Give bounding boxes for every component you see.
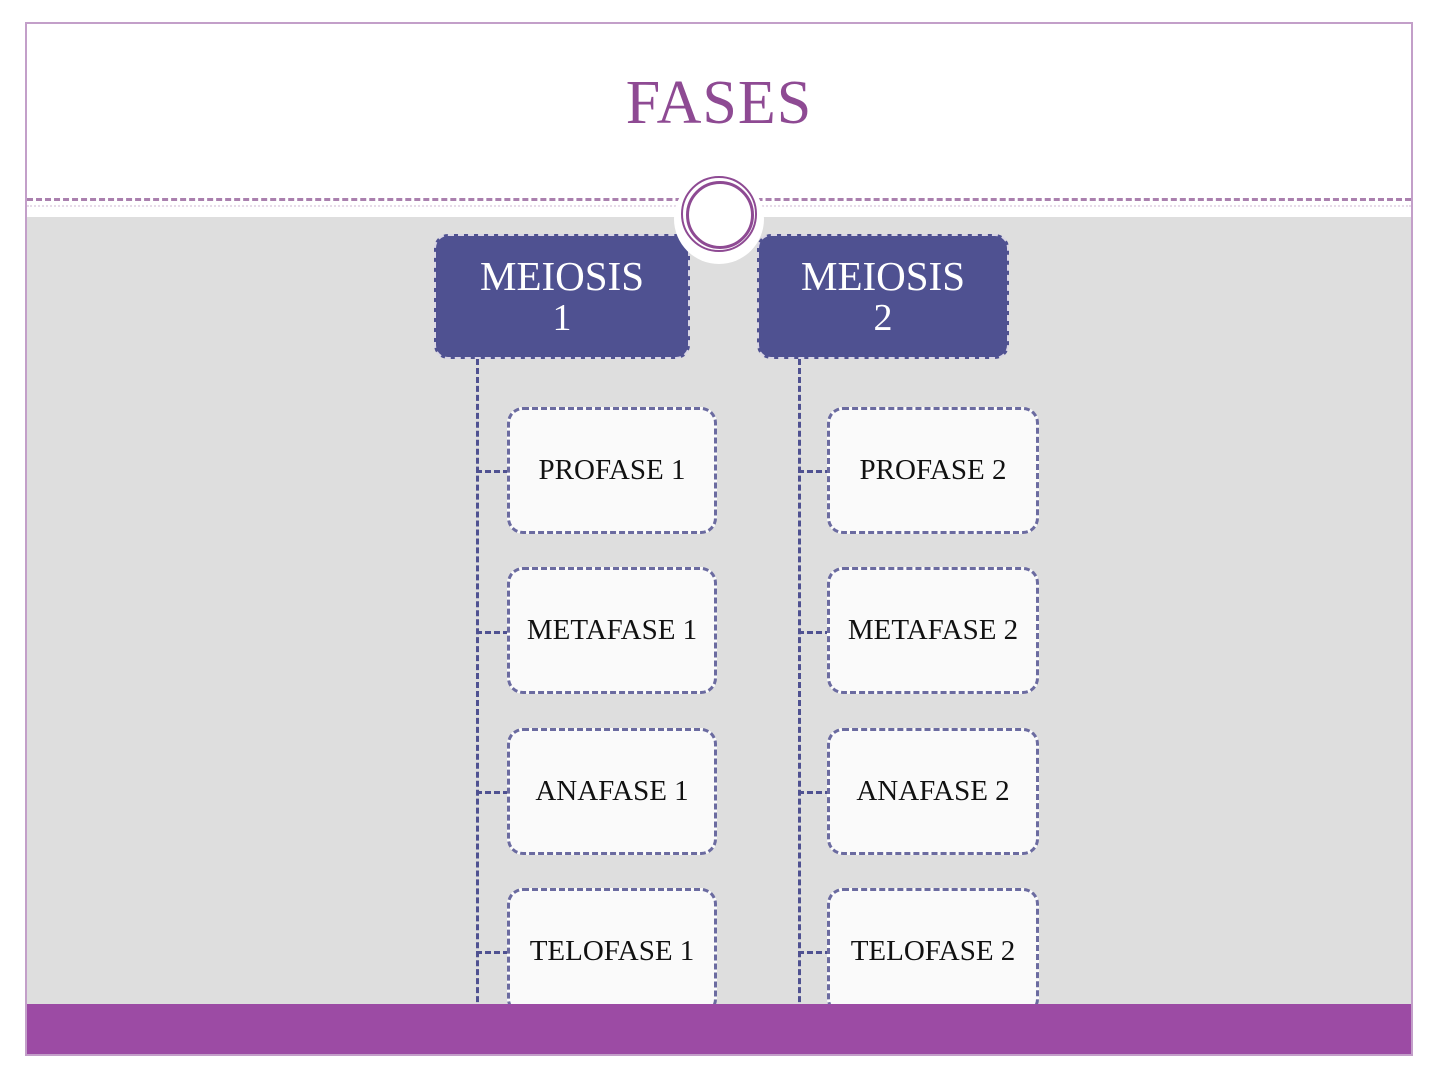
connector-spine [798,359,801,1029]
root-node-meiosis-1[interactable]: MEIOSIS 1 [434,234,690,359]
phase-box[interactable]: ANAFASE 1 [507,728,717,855]
phase-label: TELOFASE 2 [850,935,1016,968]
phase-label: TELOFASE 1 [529,935,695,968]
connector-stub [798,631,831,634]
phase-box[interactable]: PROFASE 2 [827,407,1039,534]
root-node-number: 2 [873,297,893,340]
phase-box[interactable]: ANAFASE 2 [827,728,1039,855]
phase-label: ANAFASE 1 [535,775,689,808]
phase-label: ANAFASE 2 [856,775,1010,808]
root-node-label: MEIOSIS [800,252,966,299]
connector-spine [476,359,479,1029]
bottom-accent-bar [27,1004,1411,1054]
connector-stub [476,631,509,634]
slide: FASES MEIOSIS 1 [25,22,1413,1056]
page-title: FASES [625,69,813,137]
phase-label: PROFASE 2 [859,454,1007,487]
root-node-meiosis-2[interactable]: MEIOSIS 2 [757,234,1009,359]
content-panel: MEIOSIS 1 PROFASE 1 METAFASE 1 ANAFASE 1 [27,217,1411,1029]
connector-stub [476,470,509,473]
meiosis-phase-tree: MEIOSIS 1 PROFASE 1 METAFASE 1 ANAFASE 1 [27,217,1411,1029]
branch-meiosis-1: MEIOSIS 1 PROFASE 1 METAFASE 1 ANAFASE 1 [410,217,717,1029]
root-node-label: MEIOSIS [479,252,645,299]
branch-meiosis-2: MEIOSIS 2 PROFASE 2 METAFASE 2 ANAFASE 2 [732,217,1039,1029]
phase-box[interactable]: METAFASE 2 [827,567,1039,694]
phase-box[interactable]: PROFASE 1 [507,407,717,534]
circle-inner-ring [686,181,754,249]
phase-label: METAFASE 1 [526,614,698,647]
connector-stub [798,951,831,954]
root-node-number: 1 [552,297,572,340]
phase-box[interactable]: TELOFASE 1 [507,888,717,1015]
connector-stub [476,951,509,954]
connector-stub [798,470,831,473]
connector-stub [798,791,831,794]
double-ring-circle-icon [674,174,764,264]
phase-box[interactable]: TELOFASE 2 [827,888,1039,1015]
connector-stub [476,791,509,794]
phase-label: PROFASE 1 [538,454,686,487]
phase-box[interactable]: METAFASE 1 [507,567,717,694]
circle-outer-ring [681,176,757,252]
phase-label: METAFASE 2 [847,614,1019,647]
